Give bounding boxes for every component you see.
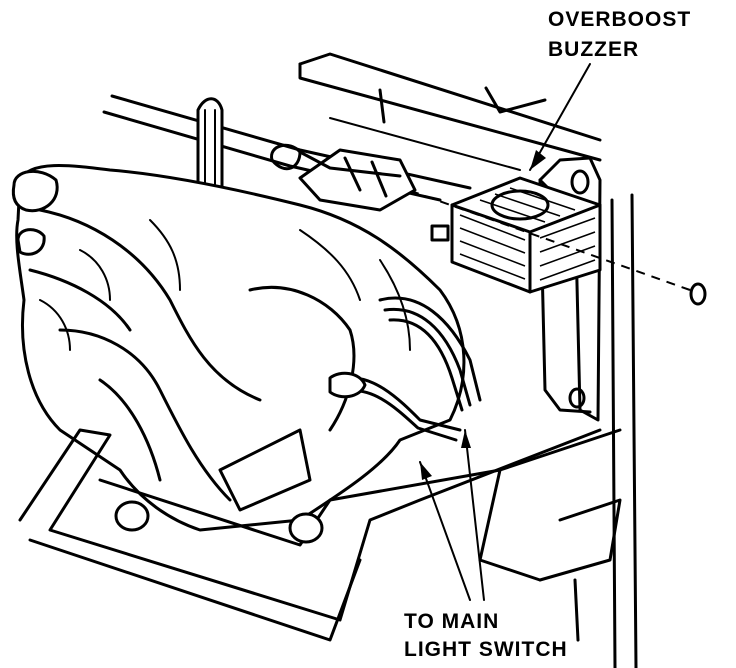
- label-buzzer: BUZZER: [548, 38, 640, 61]
- lower-frame: [18, 428, 622, 642]
- label-overboost: OVERBOOST: [548, 8, 692, 31]
- overboost-buzzer: [430, 176, 602, 294]
- label-to-main: TO MAIN: [404, 610, 500, 633]
- heater-duct: [11, 164, 466, 532]
- connector-plug: [270, 143, 417, 212]
- label-light-switch: LIGHT SWITCH: [404, 638, 568, 661]
- leader-lines: [419, 63, 591, 601]
- mounting-screw: [689, 282, 707, 306]
- wiring-harness: [328, 296, 482, 442]
- right-pillar: [610, 193, 638, 668]
- mounting-line: [379, 179, 691, 291]
